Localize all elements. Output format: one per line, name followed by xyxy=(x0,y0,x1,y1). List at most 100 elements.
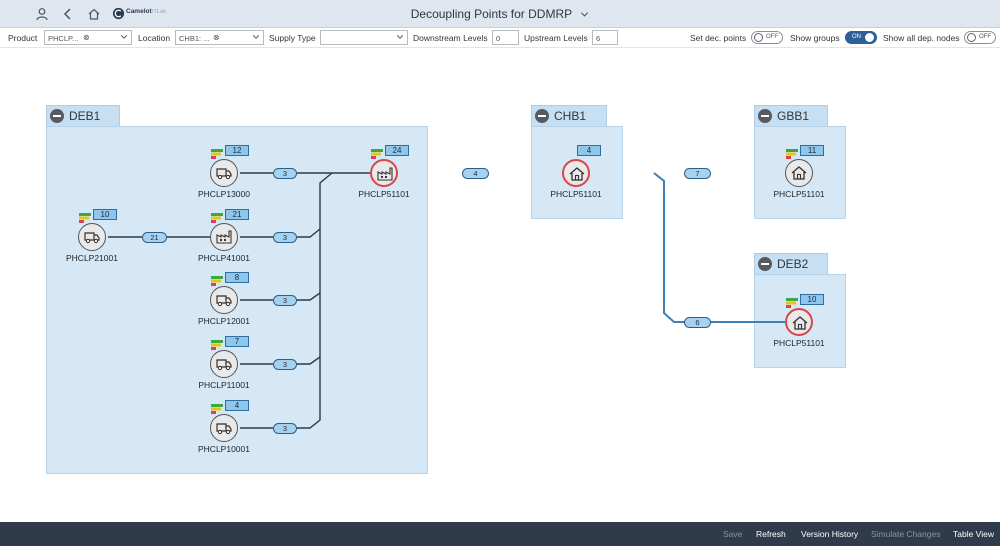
node-phclp12001[interactable]: 8 PHCLP12001 xyxy=(189,272,259,342)
table-view-button[interactable]: Table View xyxy=(953,529,994,539)
node-phclp10001[interactable]: 4 PHCLP10001 xyxy=(189,400,259,470)
node-label: PHCLP13000 xyxy=(198,189,250,199)
node-phclp51101-chb1[interactable]: 4 PHCLP51101 xyxy=(541,145,611,215)
node-circle[interactable] xyxy=(210,159,238,187)
edge-quantity[interactable]: 21 xyxy=(142,232,167,243)
node-circle-decoupling[interactable] xyxy=(785,308,813,336)
edge-quantity[interactable]: 3 xyxy=(273,423,297,434)
group-tab-deb2[interactable]: DEB2 xyxy=(754,253,828,275)
node-label: PHCLP41001 xyxy=(198,253,250,263)
node-phclp13000[interactable]: 12 PHCLP13000 xyxy=(189,145,259,215)
downstream-levels-label: Downstream Levels xyxy=(413,33,488,43)
node-circle[interactable] xyxy=(210,223,238,251)
chevron-down-icon[interactable] xyxy=(120,33,128,41)
supply-type-select[interactable] xyxy=(320,30,408,45)
chevron-down-icon[interactable] xyxy=(580,10,589,19)
node-phclp21001[interactable]: 10 PHCLP21001 xyxy=(57,209,127,279)
node-phclp51101-gbb1[interactable]: 11 PHCLP51101 xyxy=(764,145,834,215)
camelot-logo: Camelot ITLab xyxy=(112,7,172,21)
node-circle[interactable] xyxy=(78,223,106,251)
toggle-knob xyxy=(967,33,976,42)
factory-icon xyxy=(377,167,393,181)
node-phclp51101-deb2[interactable]: 10 PHCLP51101 xyxy=(764,294,834,364)
node-label: PHCLP21001 xyxy=(66,253,118,263)
node-circle-decoupling[interactable] xyxy=(562,159,590,187)
group-name: GBB1 xyxy=(777,109,810,123)
location-select[interactable]: CHB1: ... ⊗ xyxy=(175,30,264,45)
set-dec-points-toggle[interactable]: OFF xyxy=(751,31,783,44)
edge-quantity[interactable]: 7 xyxy=(684,168,711,179)
node-phclp51101-deb1[interactable]: 24 PHCLP51101 xyxy=(349,145,419,215)
chevron-down-icon[interactable] xyxy=(252,33,260,41)
node-label: PHCLP51101 xyxy=(773,338,825,348)
buffer-status-icon xyxy=(211,149,223,159)
show-all-dep-nodes-toggle[interactable]: OFF xyxy=(964,31,996,44)
product-select[interactable]: PHCLP... ⊗ xyxy=(44,30,132,45)
group-tab-chb1[interactable]: CHB1 xyxy=(531,105,607,127)
group-name: CHB1 xyxy=(554,109,587,123)
buffer-status-icon xyxy=(211,276,223,286)
page-title[interactable]: Decoupling Points for DDMRP xyxy=(410,7,572,21)
node-label: PHCLP10001 xyxy=(198,444,250,454)
node-phclp11001[interactable]: 7 PHCLP11001 xyxy=(189,336,259,406)
edge-quantity[interactable]: 3 xyxy=(273,295,297,306)
edge-quantity[interactable]: 4 xyxy=(462,168,489,179)
save-button[interactable]: Save xyxy=(723,529,743,539)
edge-quantity[interactable]: 3 xyxy=(273,168,297,179)
buffer-badge: 4 xyxy=(577,145,601,156)
filter-bar: Product PHCLP... ⊗ Location CHB1: ... ⊗ … xyxy=(0,28,1000,48)
upstream-levels-input[interactable]: 6 xyxy=(592,30,618,45)
set-dec-points-label: Set dec. points xyxy=(690,33,747,43)
network-canvas[interactable]: DEB1 CHB1 GBB1 DEB2 xyxy=(0,49,1000,522)
upstream-levels-value: 6 xyxy=(596,34,601,43)
collapse-icon[interactable] xyxy=(535,109,549,123)
edge-quantity[interactable]: 3 xyxy=(273,359,297,370)
refresh-button[interactable]: Refresh xyxy=(756,529,786,539)
buffer-badge: 12 xyxy=(225,145,249,156)
chevron-down-icon[interactable] xyxy=(396,33,404,41)
version-history-button[interactable]: Version History xyxy=(801,529,859,539)
house-icon xyxy=(792,316,808,330)
buffer-badge: 10 xyxy=(93,209,117,220)
edge-line xyxy=(653,172,785,323)
group-tab-gbb1[interactable]: GBB1 xyxy=(754,105,828,127)
buffer-badge: 11 xyxy=(800,145,824,156)
collapse-icon[interactable] xyxy=(50,109,64,123)
buffer-status-icon xyxy=(79,213,91,223)
edge-quantity[interactable]: 6 xyxy=(684,317,711,328)
collapse-icon[interactable] xyxy=(758,257,772,271)
node-circle[interactable] xyxy=(785,159,813,187)
clear-icon[interactable]: ⊗ xyxy=(213,33,220,42)
node-circle-decoupling[interactable] xyxy=(370,159,398,187)
group-name: DEB1 xyxy=(69,109,101,123)
downstream-levels-input[interactable]: 0 xyxy=(492,30,519,45)
back-icon[interactable] xyxy=(61,7,75,21)
buffer-status-icon xyxy=(786,298,798,308)
upstream-levels-label: Upstream Levels xyxy=(524,33,588,43)
buffer-status-icon xyxy=(211,340,223,350)
buffer-status-icon xyxy=(786,149,798,159)
node-circle[interactable] xyxy=(210,286,238,314)
edge-quantity[interactable]: 3 xyxy=(273,232,297,243)
buffer-badge: 8 xyxy=(225,272,249,283)
edge-line xyxy=(240,228,321,238)
node-circle[interactable] xyxy=(210,350,238,378)
node-circle[interactable] xyxy=(210,414,238,442)
home-icon[interactable] xyxy=(87,7,101,21)
location-value: CHB1: ... xyxy=(179,34,210,43)
node-phclp41001[interactable]: 21 PHCLP41001 xyxy=(189,209,259,279)
product-value: PHCLP... xyxy=(48,34,79,43)
group-tab-deb1[interactable]: DEB1 xyxy=(46,105,120,127)
buffer-status-icon xyxy=(371,149,383,159)
collapse-icon[interactable] xyxy=(758,109,772,123)
buffer-badge: 21 xyxy=(225,209,249,220)
buffer-status-icon xyxy=(211,404,223,414)
user-icon[interactable] xyxy=(35,7,49,21)
show-groups-toggle[interactable]: ON xyxy=(845,31,877,44)
group-name: DEB2 xyxy=(777,257,809,271)
simulate-changes-button[interactable]: Simulate Changes xyxy=(871,529,941,539)
clear-icon[interactable]: ⊗ xyxy=(83,33,90,42)
truck-icon xyxy=(216,423,232,435)
truck-icon xyxy=(84,232,100,244)
